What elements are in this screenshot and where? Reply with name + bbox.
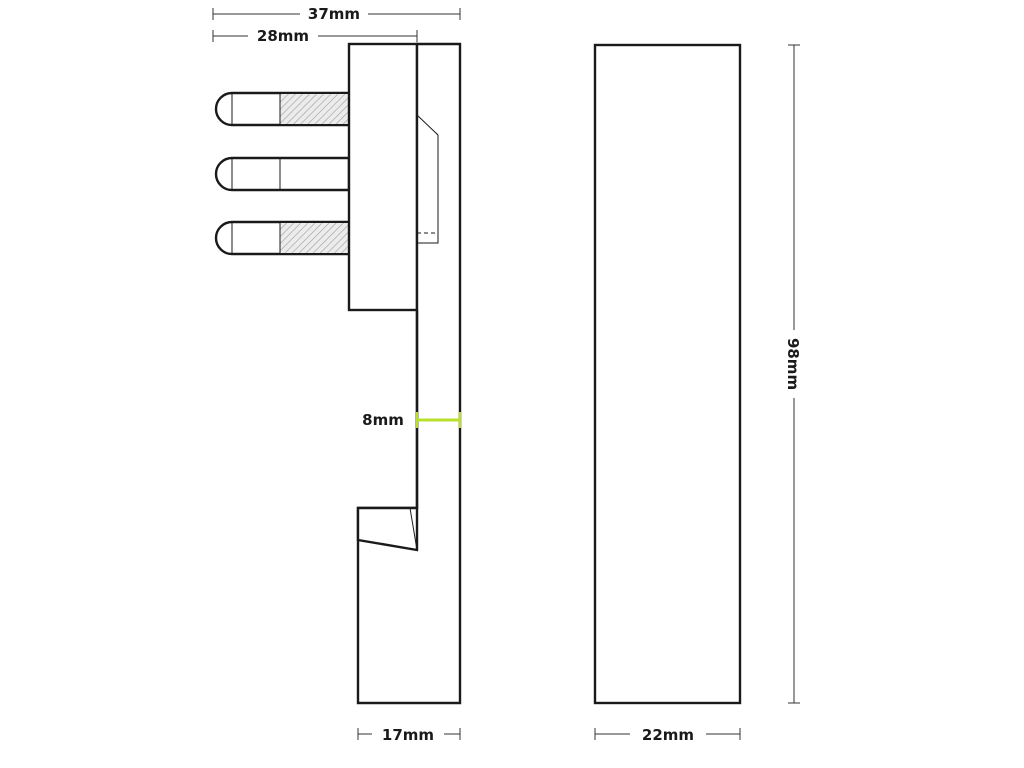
base-depth-dimension: 17mm bbox=[357, 726, 461, 744]
front-width-dimension: 22mm bbox=[594, 726, 741, 744]
slot-width-dimension: 8mm bbox=[362, 411, 461, 429]
pin-top bbox=[214, 91, 351, 127]
plug-head bbox=[347, 42, 419, 312]
pin-middle bbox=[214, 156, 351, 192]
height-dimension: 98mm bbox=[784, 44, 802, 704]
height-label: 98mm bbox=[784, 338, 802, 390]
base-depth-label: 17mm bbox=[382, 726, 434, 744]
latch bbox=[416, 114, 439, 244]
overall-depth-dimension: 37mm bbox=[212, 5, 461, 23]
slot-width-label: 8mm bbox=[362, 411, 404, 429]
pin-bottom bbox=[214, 220, 351, 256]
front-view bbox=[593, 43, 742, 705]
side-view: 8mm bbox=[214, 42, 462, 705]
overall-depth-label: 37mm bbox=[308, 5, 360, 23]
pin-depth-dimension: 28mm bbox=[212, 27, 418, 45]
pin-depth-label: 28mm bbox=[257, 27, 309, 45]
front-width-label: 22mm bbox=[642, 726, 694, 744]
